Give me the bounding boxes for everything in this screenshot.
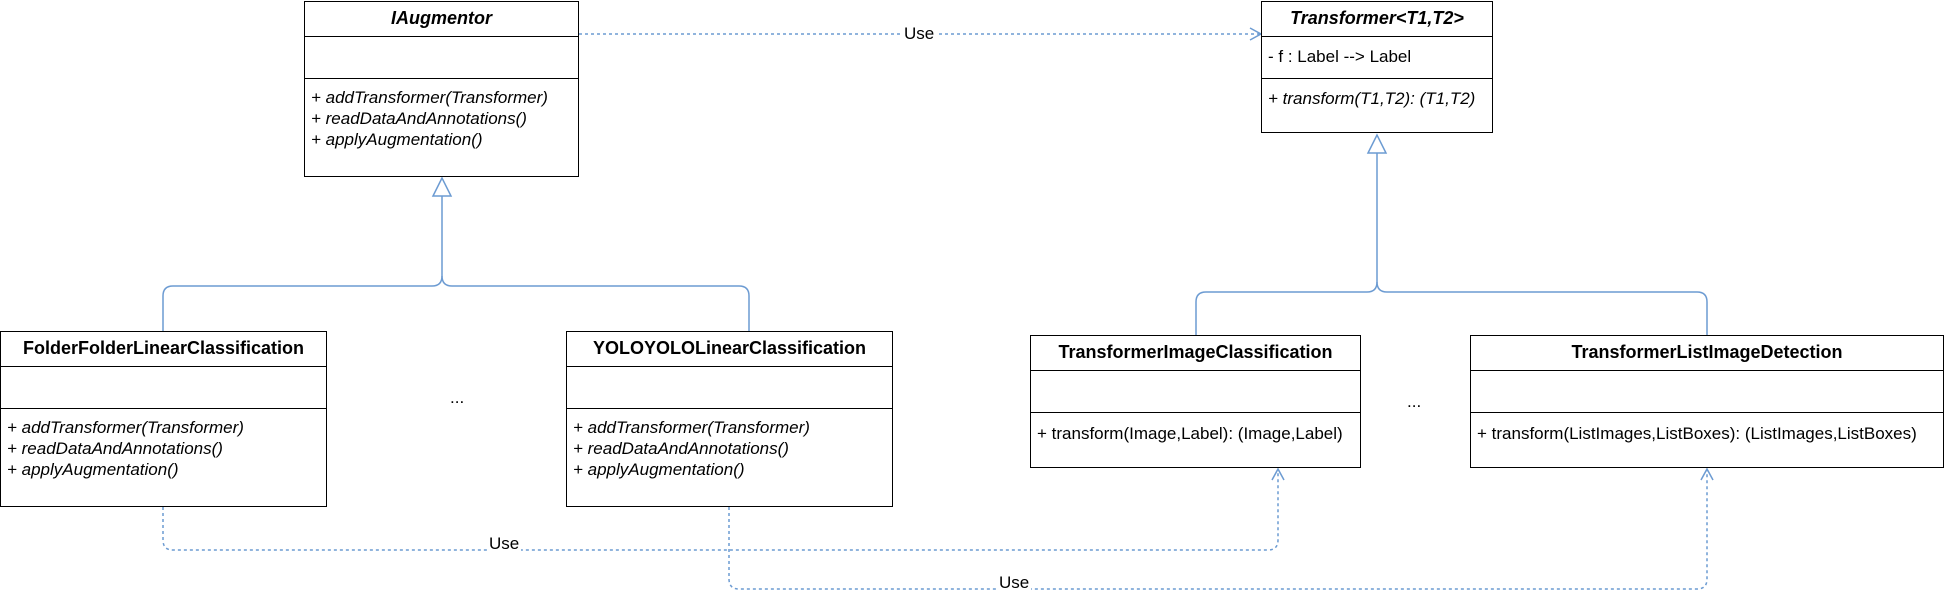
class-name: IAugmentor	[305, 2, 578, 37]
class-box-yolo-linear-classification[interactable]: YOLOYOLOLinearClassification + addTransf…	[566, 331, 893, 507]
ellipsis-left: ...	[450, 388, 465, 407]
operation: + transform(ListImages,ListBoxes): (List…	[1477, 424, 1917, 443]
attributes-section	[305, 37, 578, 79]
attributes-section	[1471, 371, 1943, 413]
class-name: Transformer<T1,T2>	[1262, 2, 1492, 37]
operation: + transform(T1,T2): (T1,T2)	[1268, 89, 1476, 108]
class-box-iaugmentor[interactable]: IAugmentor + addTransformer(Transformer)…	[304, 1, 579, 177]
attributes-section	[567, 367, 892, 409]
operations-section: + addTransformer(Transformer) + readData…	[1, 409, 326, 480]
inheritance-arrowhead-iaugmentor	[431, 176, 453, 197]
inheritance-arrowhead-transformer	[1366, 133, 1388, 154]
operations-section: + addTransformer(Transformer) + readData…	[567, 409, 892, 480]
edge-label-use-yolo: Use	[997, 573, 1032, 593]
operations-section: + transform(T1,T2): (T1,T2)	[1262, 79, 1492, 109]
attribute: - f : Label --> Label	[1268, 47, 1412, 66]
operation: + addTransformer(Transformer)	[573, 418, 810, 437]
class-box-transformer-list-image-detection[interactable]: TransformerListImageDetection + transfor…	[1470, 335, 1944, 468]
class-name: TransformerImageClassification	[1031, 336, 1360, 371]
attributes-section	[1, 367, 326, 409]
operation: + transform(Image,Label): (Image,Label)	[1037, 424, 1343, 443]
class-box-transformer[interactable]: Transformer<T1,T2> - f : Label --> Label…	[1261, 1, 1493, 133]
edge-label-use-top: Use	[902, 24, 937, 44]
class-name: YOLOYOLOLinearClassification	[567, 332, 892, 367]
dependency-edge-folder	[162, 467, 1285, 551]
inheritance-edge-list-image-detection	[1376, 281, 1708, 335]
operation: + applyAugmentation()	[573, 460, 745, 479]
attributes-section: - f : Label --> Label	[1262, 37, 1492, 79]
operation: + readDataAndAnnotations()	[573, 439, 789, 458]
operations-section: + addTransformer(Transformer) + readData…	[305, 79, 578, 150]
class-name: TransformerListImageDetection	[1471, 336, 1943, 371]
class-box-folder-linear-classification[interactable]: FolderFolderLinearClassification + addTr…	[0, 331, 327, 507]
operations-section: + transform(ListImages,ListBoxes): (List…	[1471, 413, 1943, 444]
operation: + applyAugmentation()	[311, 130, 483, 149]
class-name: FolderFolderLinearClassification	[1, 332, 326, 367]
attributes-section	[1031, 371, 1360, 413]
inheritance-edge-folder	[162, 196, 443, 331]
operation: + addTransformer(Transformer)	[311, 88, 548, 107]
inheritance-edge-yolo	[441, 275, 750, 331]
operation: + readDataAndAnnotations()	[7, 439, 223, 458]
ellipsis-right: ...	[1407, 392, 1422, 411]
operation: + applyAugmentation()	[7, 460, 179, 479]
edge-label-use-folder: Use	[487, 534, 522, 554]
operation: + readDataAndAnnotations()	[311, 109, 527, 128]
operations-section: + transform(Image,Label): (Image,Label)	[1031, 413, 1360, 444]
dependency-edge-yolo	[728, 467, 1714, 590]
inheritance-edge-image-classification	[1195, 153, 1378, 335]
operation: + addTransformer(Transformer)	[7, 418, 244, 437]
class-box-transformer-image-classification[interactable]: TransformerImageClassification + transfo…	[1030, 335, 1361, 468]
